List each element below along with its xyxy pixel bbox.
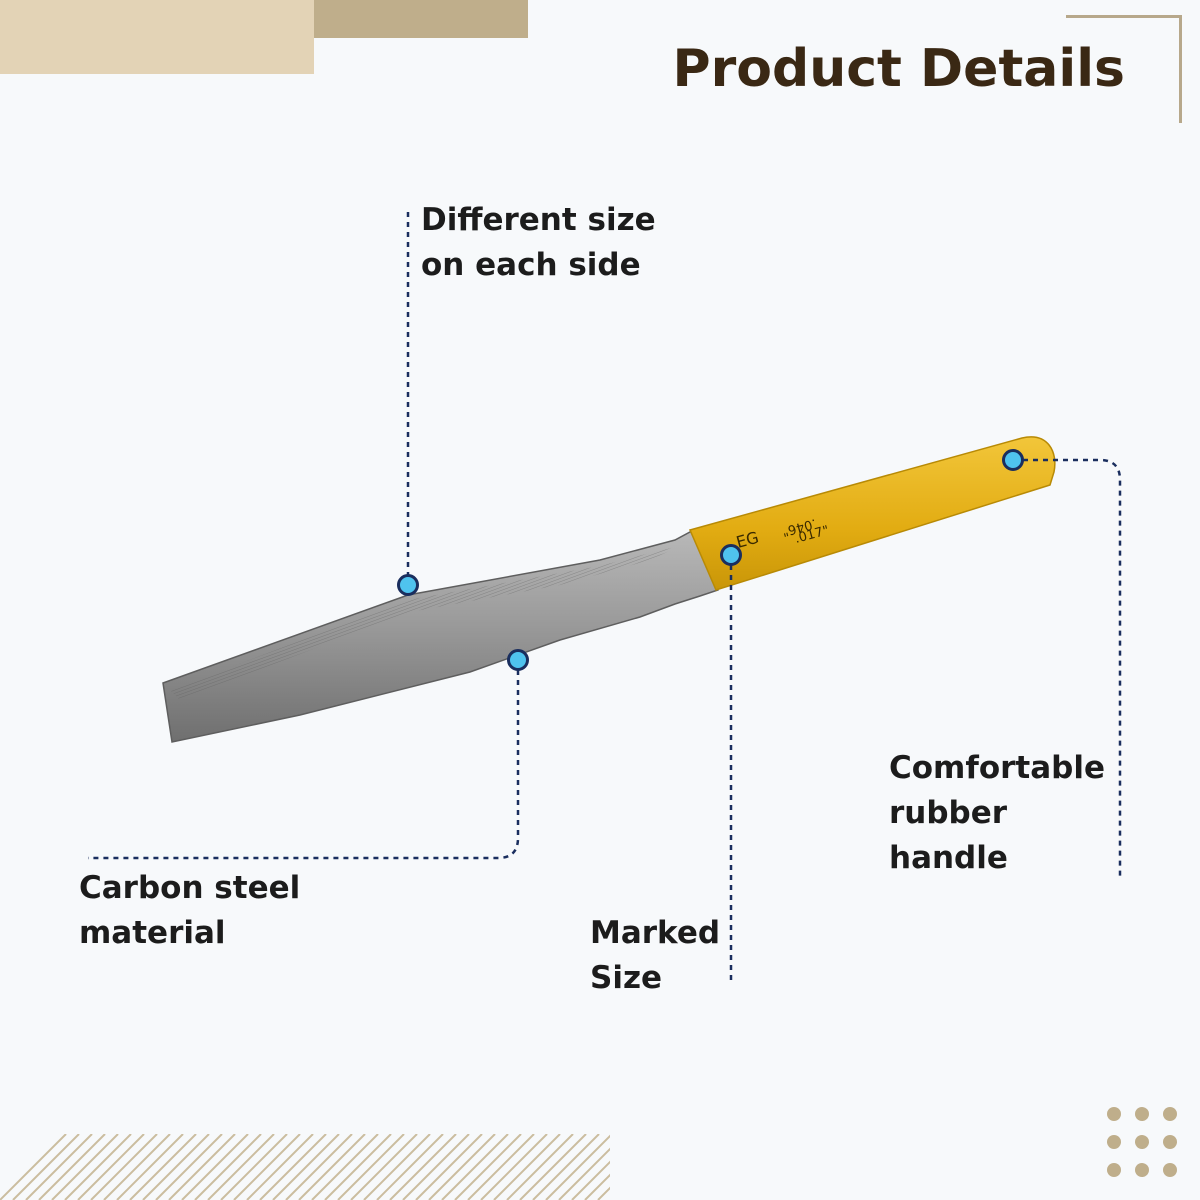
file-handle xyxy=(688,436,1056,591)
decorative-dot xyxy=(1107,1163,1121,1177)
hatch-line xyxy=(571,1160,610,1200)
file-blade xyxy=(162,527,719,743)
hatch-line xyxy=(51,1134,119,1200)
marker-different-size xyxy=(397,574,419,596)
hatch-line xyxy=(168,1134,236,1200)
callout-marked-size: Marked Size xyxy=(590,915,721,996)
marker-handle xyxy=(1002,449,1024,471)
hatch-line xyxy=(12,1134,80,1200)
decorative-dot xyxy=(1163,1135,1177,1149)
marker-marked-size xyxy=(720,544,742,566)
hatch-line xyxy=(285,1134,353,1200)
hatch-line xyxy=(350,1134,418,1200)
hatch-line xyxy=(155,1134,223,1200)
hatch-line xyxy=(558,1147,610,1200)
hatch-line xyxy=(454,1134,522,1200)
callout-handle: Comfortable rubber handle xyxy=(889,750,1106,876)
leader-line-handle xyxy=(1013,458,1122,880)
hatch-line xyxy=(142,1134,210,1200)
marker-carbon-steel xyxy=(507,649,529,671)
hatch-line xyxy=(415,1134,483,1200)
hatch-line xyxy=(428,1134,496,1200)
hatch-line xyxy=(90,1134,158,1200)
hatch-line xyxy=(441,1134,509,1200)
decorative-banner-block xyxy=(0,0,314,74)
hatch-line xyxy=(116,1134,184,1200)
hatch-line xyxy=(246,1134,314,1200)
hatch-line xyxy=(181,1134,249,1200)
hatch-line xyxy=(259,1134,327,1200)
file-tool: EG .046" .017" xyxy=(162,436,1056,743)
hatch-line xyxy=(584,1173,610,1200)
decorative-dot xyxy=(1107,1107,1121,1121)
file-teeth xyxy=(170,546,680,700)
hatch-line xyxy=(597,1186,610,1200)
hatch-line xyxy=(0,1134,67,1200)
hatch-line xyxy=(402,1134,470,1200)
leader-line-carbon-steel xyxy=(88,660,520,860)
hatch-line xyxy=(77,1134,145,1200)
hatch-line xyxy=(545,1134,610,1200)
decorative-dot xyxy=(1135,1163,1149,1177)
hatch-line xyxy=(207,1134,275,1200)
decorative-dot xyxy=(1163,1163,1177,1177)
hatch-line xyxy=(506,1134,574,1200)
hatch-line xyxy=(25,1134,93,1200)
hatch-line xyxy=(220,1134,288,1200)
hatch-line xyxy=(467,1134,535,1200)
hatch-line xyxy=(233,1134,301,1200)
decorative-dot-grid xyxy=(1107,1107,1177,1177)
hatch-line xyxy=(389,1134,457,1200)
decorative-hatch xyxy=(0,1134,610,1200)
hatch-line xyxy=(194,1134,262,1200)
callout-different-size: Different size on each side xyxy=(421,202,656,283)
hatch-line xyxy=(337,1134,405,1200)
hatch-line xyxy=(129,1134,197,1200)
hatch-line xyxy=(363,1134,431,1200)
callout-carbon-steel: Carbon steel material xyxy=(79,870,301,951)
hatch-line xyxy=(64,1134,132,1200)
hatch-line xyxy=(298,1134,366,1200)
hatch-line xyxy=(480,1134,548,1200)
hatch-line xyxy=(519,1134,587,1200)
hatch-line xyxy=(272,1134,340,1200)
decorative-dot xyxy=(1135,1107,1149,1121)
hatch-line xyxy=(532,1134,600,1200)
hatch-line xyxy=(38,1134,106,1200)
hatch-line xyxy=(376,1134,444,1200)
page-title: Product Details xyxy=(672,39,1126,99)
decorative-dot xyxy=(1135,1135,1149,1149)
hatch-line xyxy=(311,1134,379,1200)
hatch-line xyxy=(493,1134,561,1200)
title-corner-frame xyxy=(1066,15,1182,123)
decorative-dot xyxy=(1107,1135,1121,1149)
decorative-banner-block-dark xyxy=(314,0,528,38)
decorative-dot xyxy=(1163,1107,1177,1121)
hatch-line xyxy=(103,1134,171,1200)
hatch-line xyxy=(324,1134,392,1200)
